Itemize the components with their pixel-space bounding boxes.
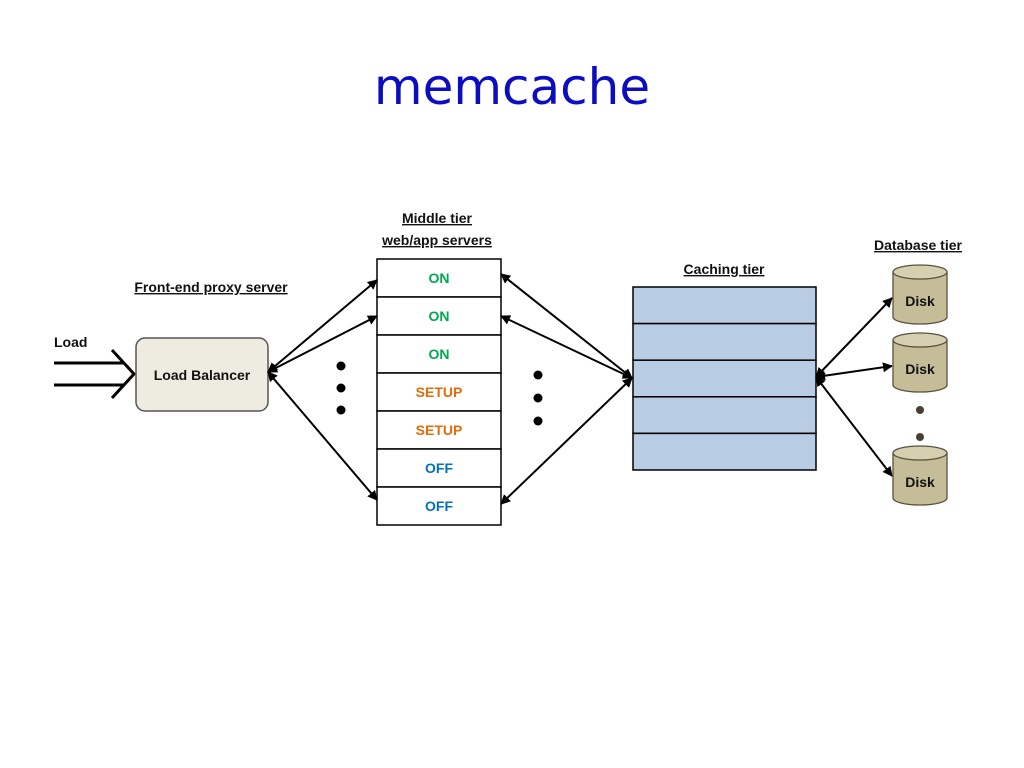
server-slot: OFF xyxy=(376,448,502,488)
server-status-label: ON xyxy=(429,346,450,362)
server-slot: ON xyxy=(376,258,502,298)
server-slot: ON xyxy=(376,334,502,374)
load-balancer-node: Load Balancer xyxy=(135,337,269,412)
disk-label: Disk xyxy=(905,293,935,309)
ellipsis-dots-disks xyxy=(916,406,924,441)
cache-stack xyxy=(632,286,817,471)
server-status-label: SETUP xyxy=(416,422,463,438)
slide-title: memcache xyxy=(373,58,651,116)
disk-icon: Disk xyxy=(892,264,948,325)
server-status-label: OFF xyxy=(425,498,453,514)
server-slot: ON xyxy=(376,296,502,336)
server-status-label: OFF xyxy=(425,460,453,476)
disk-label: Disk xyxy=(905,361,935,377)
cache-to-disk-arrows xyxy=(815,297,893,477)
lb-to-servers-arrows xyxy=(267,279,378,501)
frontend-proxy-heading: Front-end proxy server xyxy=(134,279,288,295)
cache-slot xyxy=(632,432,817,471)
server-status-label: ON xyxy=(429,270,450,286)
caching-tier-heading: Caching tier xyxy=(684,261,765,277)
disk-label: Disk xyxy=(905,474,935,490)
disk-icon: Disk xyxy=(892,445,948,506)
cache-slot xyxy=(632,359,817,398)
database-tier-heading: Database tier xyxy=(874,237,962,253)
disk-icon: Disk xyxy=(892,332,948,393)
ellipsis-dots-middle xyxy=(533,370,543,426)
server-stack: ON ON ON SETUP SETUP OFF OFF xyxy=(376,258,502,526)
cache-slot xyxy=(632,396,817,435)
server-status-label: ON xyxy=(429,308,450,324)
server-slot: SETUP xyxy=(376,372,502,412)
server-slot: OFF xyxy=(376,486,502,526)
server-status-label: SETUP xyxy=(416,384,463,400)
ellipsis-dots-left xyxy=(336,361,346,415)
cache-slot xyxy=(632,322,817,361)
cache-slot xyxy=(632,286,817,325)
middle-tier-heading-line1: Middle tier xyxy=(402,210,473,226)
servers-to-cache-arrows xyxy=(500,273,633,505)
load-input-arrow xyxy=(54,348,137,400)
load-balancer-label: Load Balancer xyxy=(154,367,251,383)
middle-tier-heading-line2: web/app servers xyxy=(381,232,492,248)
load-label: Load xyxy=(54,334,87,350)
server-slot: SETUP xyxy=(376,410,502,450)
